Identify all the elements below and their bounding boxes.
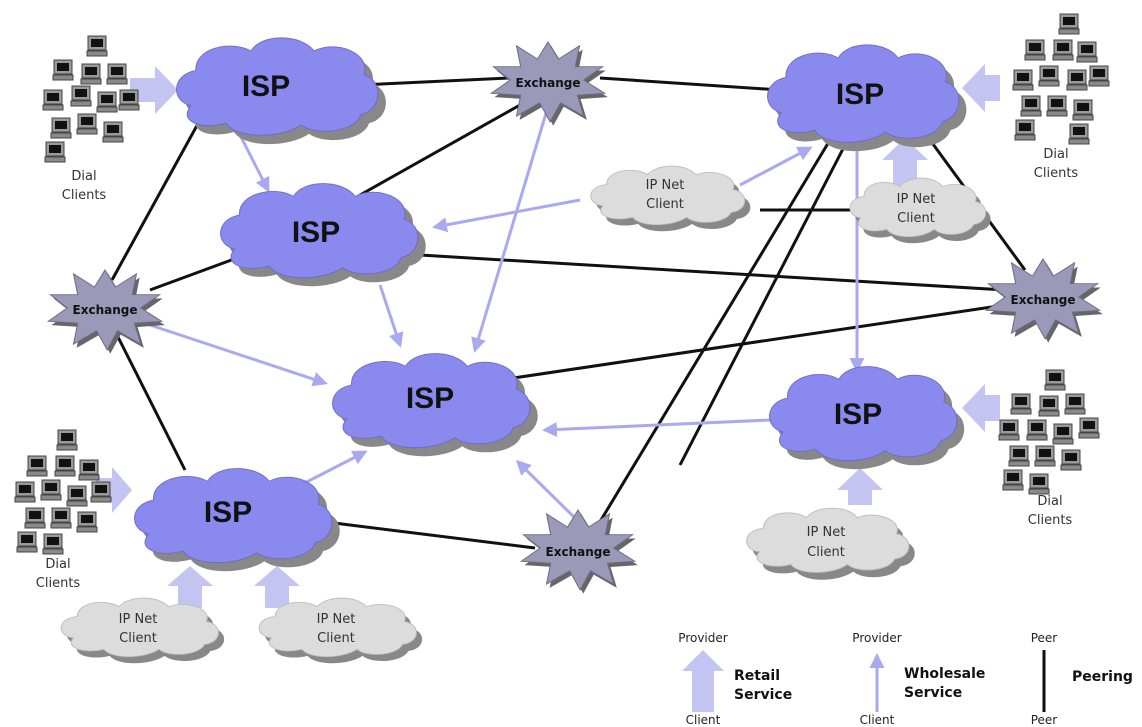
dial-clients-label: Clients	[36, 576, 81, 591]
ip-client-label: Client	[646, 197, 684, 212]
wholesale-arrow	[378, 284, 404, 348]
legend-retail-title: Retail	[734, 668, 780, 684]
ip-client-label: IP Net	[317, 612, 356, 627]
retail-arrow-dial-tl	[130, 66, 178, 114]
ip-client-label: IP Net	[897, 192, 936, 207]
retail-arrow-ipnet-bl1	[167, 566, 213, 608]
retail-arrow-ipnet-tr	[882, 138, 928, 190]
peering-line	[499, 303, 1006, 382]
dial-clients-label: Dial	[1037, 494, 1062, 509]
wholesale-arrow	[238, 134, 270, 193]
isp-label: ISP	[836, 78, 884, 111]
retail-arrow-dial-tr	[962, 64, 1000, 112]
wholesale-arrow	[542, 418, 771, 437]
exchange-label: Exchange	[516, 76, 581, 90]
peering-line	[678, 144, 847, 466]
dial-clients-mid-right	[998, 369, 1100, 495]
ip-client-label: IP Net	[119, 612, 158, 627]
peering-line	[359, 76, 511, 87]
retail-arrow-dial-mr	[962, 384, 1000, 432]
legend-wholesale-title: Service	[904, 685, 962, 701]
legend-wholesale-provider: Provider	[852, 631, 901, 645]
exchange-label: Exchange	[1011, 293, 1076, 307]
dial-clients-bottom-left	[14, 429, 112, 555]
peering-line	[149, 253, 246, 292]
legend-retail-title: Service	[734, 687, 792, 703]
isp-label: ISP	[292, 216, 340, 249]
dial-clients-label: Dial	[45, 557, 70, 572]
legend-retail-arrow	[682, 650, 724, 712]
dial-clients-label: Clients	[1028, 513, 1073, 528]
dial-clients-label: Clients	[1034, 166, 1079, 181]
legend-peering-title: Peering	[1072, 669, 1133, 685]
dial-clients-label: Dial	[71, 169, 96, 184]
retail-arrow-ipnet-br	[837, 468, 883, 505]
ip-client-label: IP Net	[807, 525, 846, 540]
legend-peering-peer-top: Peer	[1031, 631, 1058, 645]
isp-label: ISP	[834, 398, 882, 431]
dial-clients-label: Dial	[1043, 147, 1068, 162]
exchange-label: Exchange	[546, 545, 611, 559]
peering-line	[110, 324, 187, 471]
exchange-label: Exchange	[73, 303, 138, 317]
wholesale-arrow	[471, 99, 552, 353]
ip-client-cloud-bottom-right	[746, 507, 915, 580]
peering-line	[359, 103, 521, 197]
legend: Provider Client Retail Service Provider …	[678, 631, 1133, 727]
peering-line	[419, 253, 1006, 292]
legend-retail-client: Client	[686, 713, 721, 727]
ip-client-label: IP Net	[646, 178, 685, 193]
legend-wholesale-client: Client	[860, 713, 895, 727]
wholesale-arrow	[432, 198, 581, 233]
legend-peering-peer-bottom: Peer	[1031, 713, 1058, 727]
wholesale-arrow	[515, 459, 577, 520]
peering-lines	[110, 76, 1027, 550]
peering-line	[596, 139, 832, 526]
isp-label: ISP	[406, 382, 454, 415]
isp-label: ISP	[204, 496, 252, 529]
isp-label: ISP	[242, 70, 290, 103]
ip-client-label: Client	[317, 631, 355, 646]
ip-client-label: Client	[119, 631, 157, 646]
peering-line	[110, 119, 202, 281]
peering-line	[309, 518, 536, 550]
dial-clients-top-left	[42, 35, 140, 163]
dial-clients-label: Clients	[62, 188, 107, 203]
wholesale-arrows	[149, 99, 865, 520]
wholesale-arrow	[739, 146, 813, 187]
dial-clients-top-right	[1012, 13, 1110, 145]
ip-client-label: Client	[897, 211, 935, 226]
legend-wholesale-title: Wholesale	[904, 666, 985, 682]
wholesale-arrow	[149, 323, 328, 387]
legend-retail-provider: Provider	[678, 631, 727, 645]
peering-line	[599, 76, 781, 92]
retail-arrow-ipnet-bl2	[254, 566, 300, 608]
ip-client-label: Client	[807, 545, 845, 560]
